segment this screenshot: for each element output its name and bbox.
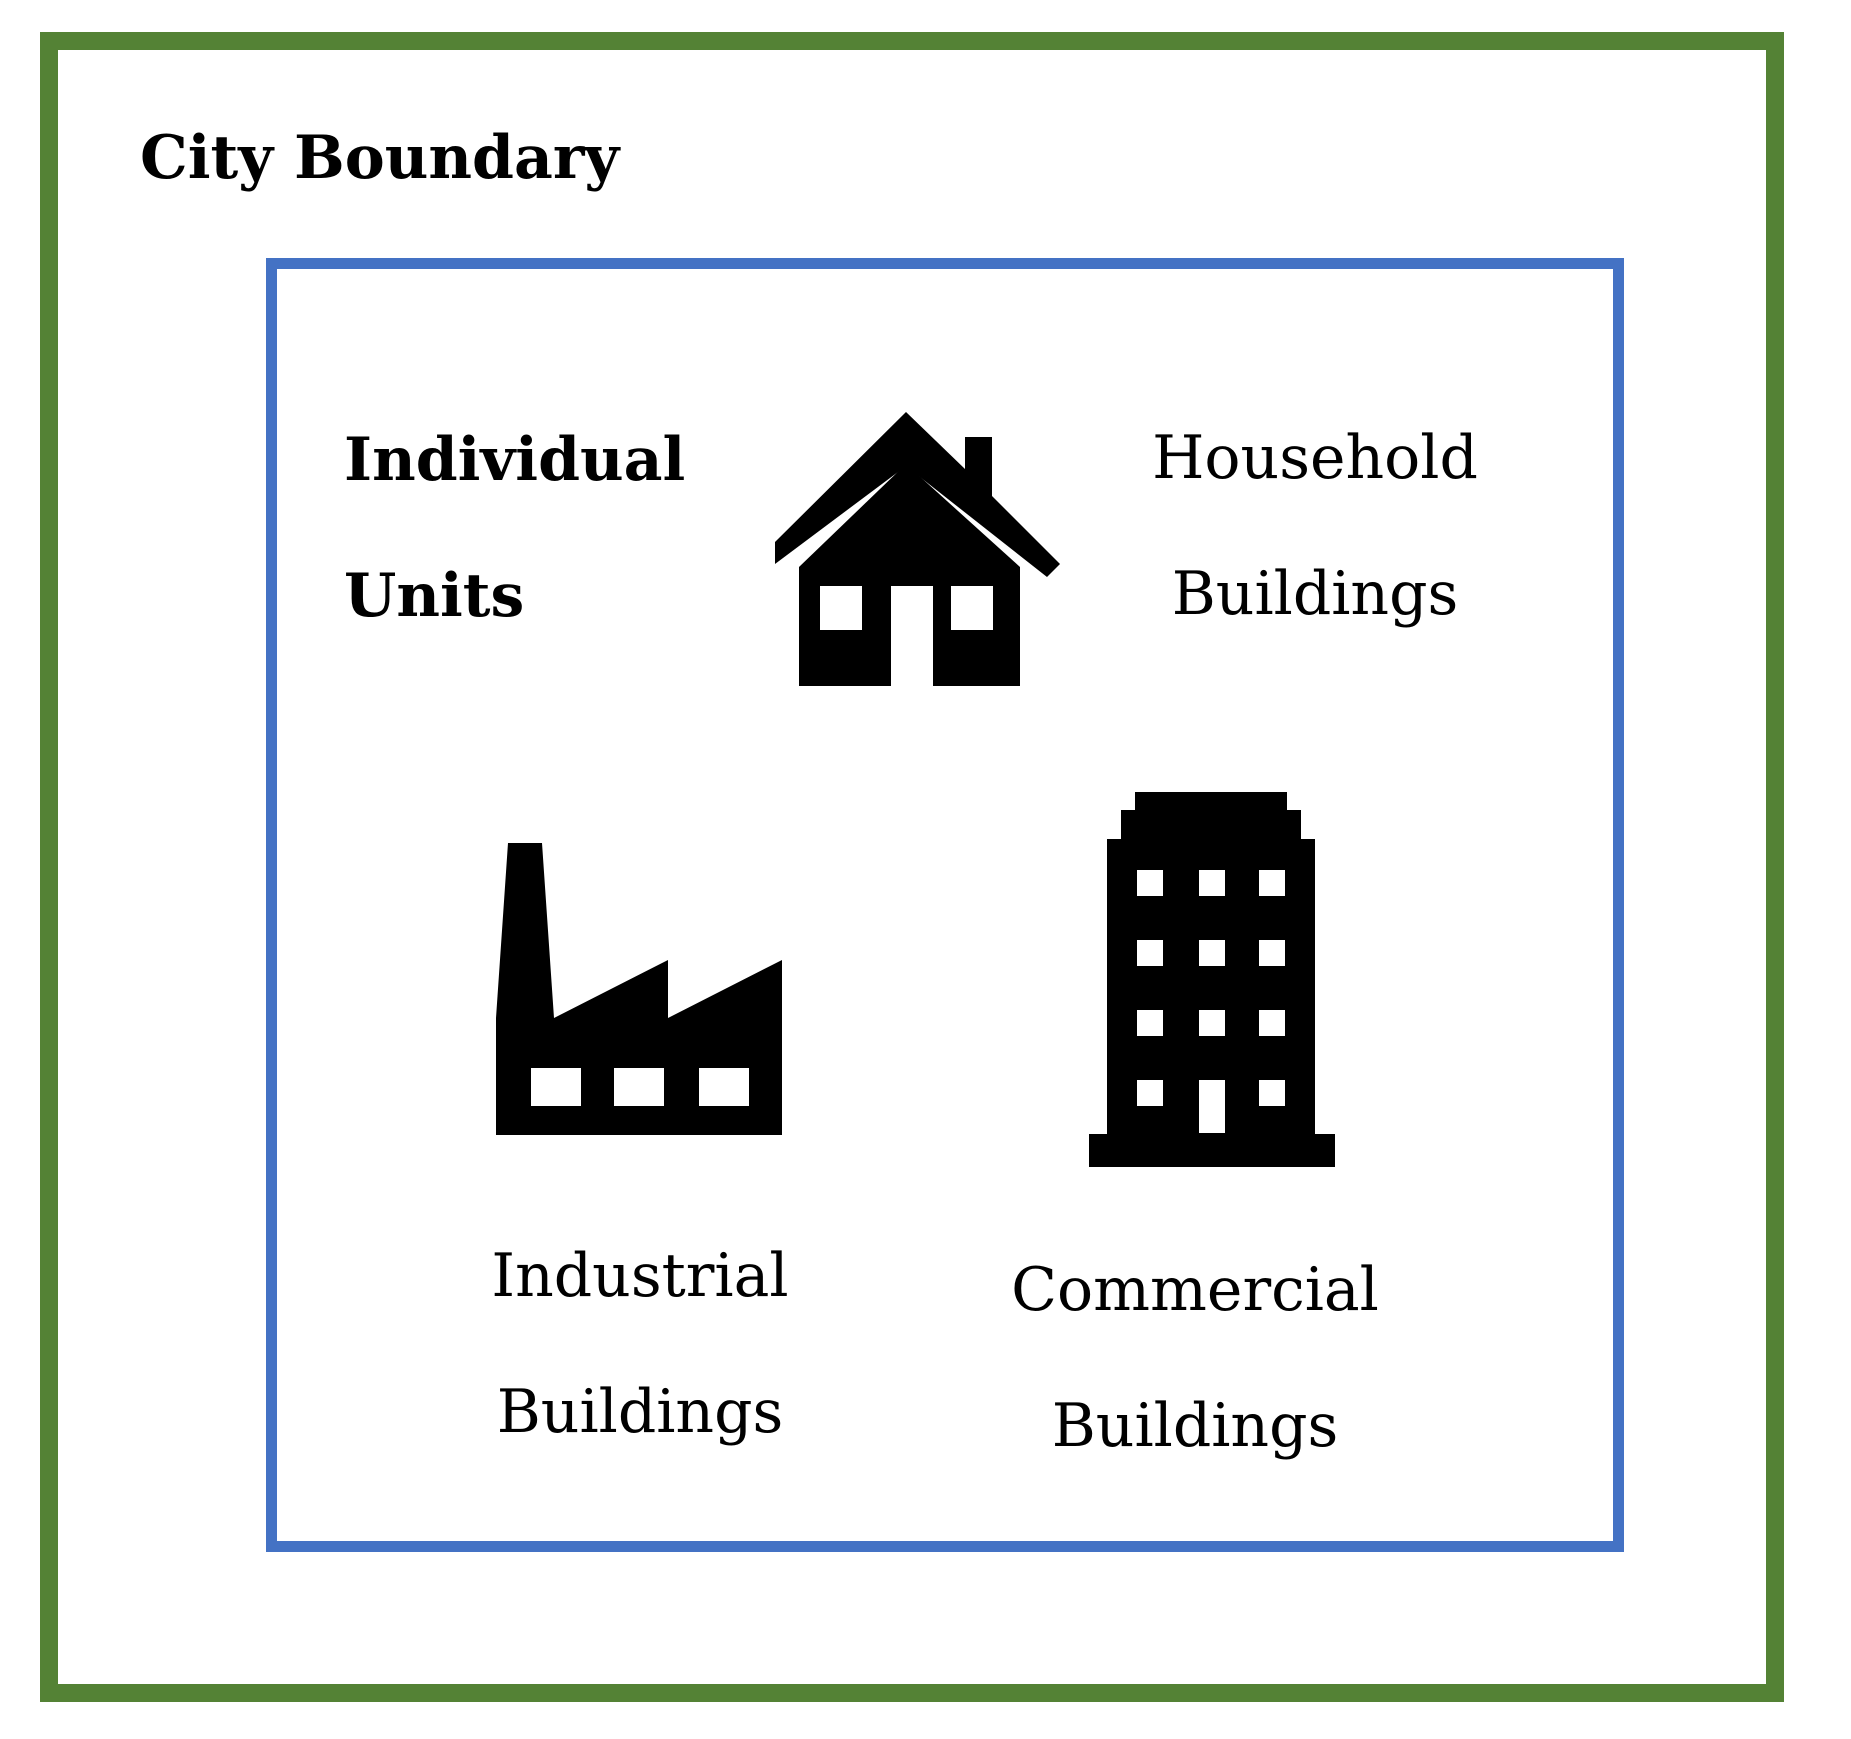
individual-units-label-line2: Units: [344, 561, 525, 631]
office-building-icon: [1089, 792, 1335, 1167]
industrial-label-line2: Buildings: [496, 1377, 784, 1447]
city-boundary-box: [40, 32, 1784, 1702]
city-boundary-title: City Boundary: [140, 123, 620, 193]
individual-units-label-line1: Individual: [344, 425, 686, 495]
commercial-label-line2: Buildings: [1051, 1391, 1339, 1461]
household-label-line2: Buildings: [1171, 559, 1459, 629]
individual-units-box: [266, 258, 1624, 1552]
house-icon: [775, 412, 1060, 686]
industrial-label-line1: Industrial: [491, 1241, 789, 1311]
household-label-line1: Household: [1152, 423, 1478, 493]
commercial-label-line1: Commercial: [1011, 1255, 1379, 1325]
factory-icon: [496, 843, 782, 1135]
